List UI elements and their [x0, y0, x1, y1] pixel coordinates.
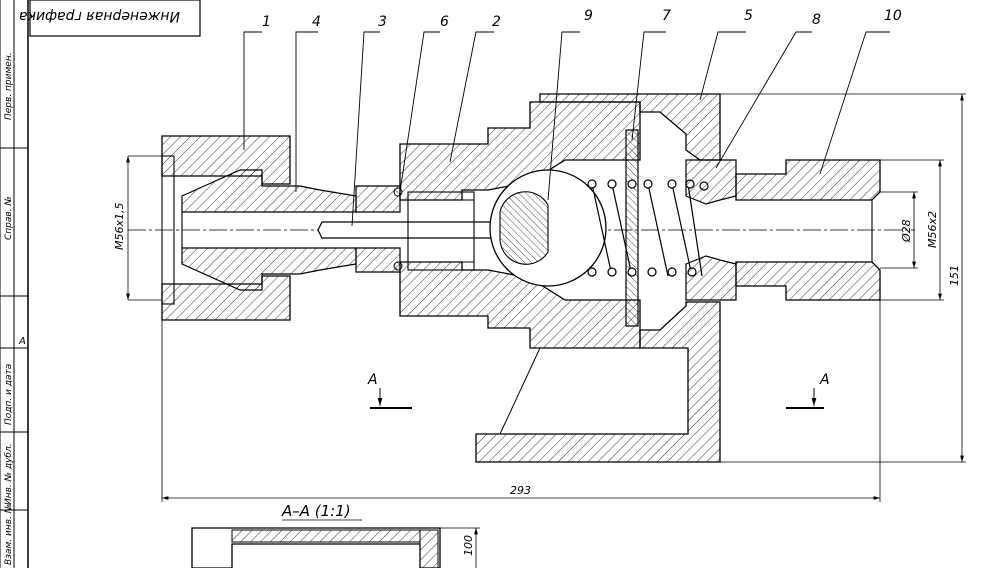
part-disk: [625, 129, 639, 327]
part-spring: [587, 179, 709, 277]
section-marker-left: A: [367, 372, 412, 409]
section-view: A–A (1:1): [191, 502, 441, 568]
dim-section-height: 100: [462, 535, 475, 556]
callout-3: 3: [378, 14, 387, 30]
callout-6: 6: [440, 14, 449, 30]
callouts: 1 4 3 6 2 9 7 5 8 10: [262, 8, 902, 30]
part-ball: [489, 169, 607, 287]
section-marker-left-label: A: [367, 372, 378, 388]
side-letter: A: [18, 336, 26, 347]
part-fitting-body: [685, 159, 737, 301]
side-cell-1: Перв. примен.: [4, 52, 14, 120]
dimension-labels: M56x1,5 Ø28 M56x2 151 293 100: [113, 203, 961, 557]
section-title: A–A (1:1): [281, 502, 351, 520]
title-stamp-text: Инженерная графика: [19, 8, 180, 24]
side-cell-4: Инв. № дубл.: [4, 443, 14, 505]
part-threaded-tube: [355, 185, 401, 273]
callout-5: 5: [744, 8, 753, 24]
callout-1: 1: [262, 14, 271, 30]
callout-9: 9: [584, 8, 593, 24]
dim-right-thread: M56x2: [926, 211, 939, 248]
part-nipple: [181, 169, 357, 291]
title-stamp: Инженерная графика: [19, 0, 201, 37]
dimensions: [126, 93, 966, 568]
section-marker-right: A: [786, 372, 830, 409]
leader-lines: [243, 31, 890, 227]
part-bracket: [475, 93, 721, 463]
side-cell-3: Подп. и дата: [4, 364, 14, 425]
side-cell-2: Справ. №: [4, 196, 14, 240]
side-strip: Перв. примен. Справ. № Подп. и дата Инв.…: [4, 52, 26, 565]
side-cell-5: Взам. инв. №: [4, 504, 14, 565]
sheet-frame: [0, 0, 29, 568]
callout-7: 7: [662, 8, 671, 24]
dim-height: 151: [948, 265, 961, 286]
part-union-nut: [161, 135, 291, 321]
callout-4: 4: [312, 14, 321, 30]
section-marker-right-label: A: [819, 372, 830, 388]
dim-left-thread: M56x1,5: [113, 203, 126, 251]
dim-bore: Ø28: [900, 219, 913, 243]
callout-10: 10: [884, 8, 902, 24]
dim-length: 293: [510, 484, 531, 497]
callout-8: 8: [812, 12, 821, 28]
callout-2: 2: [492, 14, 501, 30]
part-outlet-fitting: [735, 159, 881, 301]
part-body: [399, 101, 641, 349]
